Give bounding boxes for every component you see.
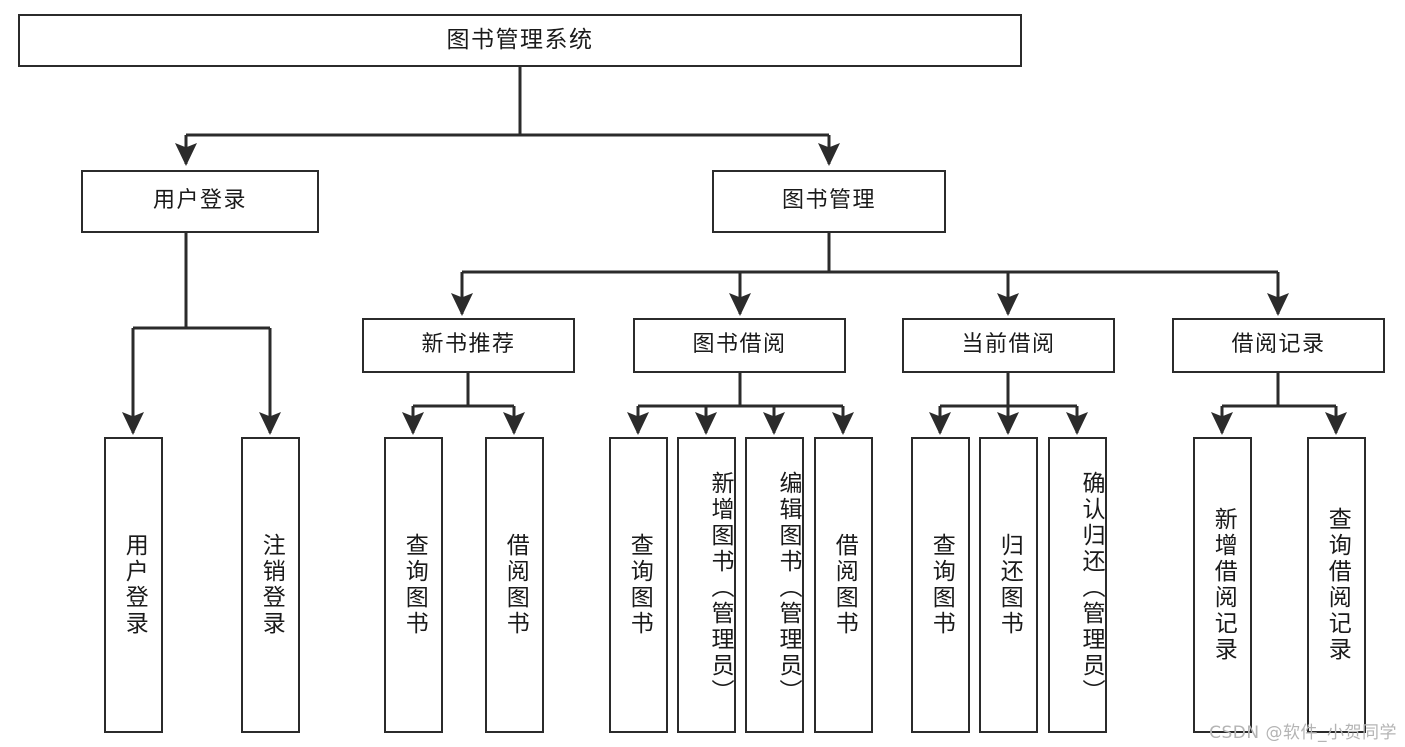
node-label-current-borrow: 当前借阅 [961, 332, 1056, 358]
node-borrow-record[interactable]: 借阅记录 [1172, 318, 1385, 373]
node-label-book-borrow: 图书借阅 [692, 332, 787, 358]
node-leaf-edit-book[interactable]: 编辑图书（管理员） [745, 437, 804, 733]
csdn-watermark: CSDN @软件_小贺同学 [1209, 723, 1397, 743]
node-root-system[interactable]: 图书管理系统 [18, 14, 1022, 67]
node-label-new-book-recommend: 新书推荐 [421, 332, 516, 358]
node-leaf-borrow-book-1[interactable]: 借阅图书 [485, 437, 544, 733]
node-label-user-login: 用户登录 [152, 188, 247, 214]
node-label-leaf-query-book-2: 查询图书 [626, 533, 653, 637]
node-current-borrow[interactable]: 当前借阅 [902, 318, 1115, 373]
node-leaf-query-record[interactable]: 查询借阅记录 [1307, 437, 1366, 733]
node-label-leaf-return-book: 归还图书 [996, 533, 1023, 637]
node-label-leaf-user-login: 用户登录 [121, 533, 148, 637]
node-label-leaf-query-book-3: 查询图书 [928, 533, 955, 637]
node-label-leaf-add-book: 新增图书（管理员） [707, 471, 733, 705]
node-leaf-user-login[interactable]: 用户登录 [104, 437, 163, 733]
node-label-leaf-logout: 注销登录 [258, 533, 285, 637]
node-leaf-add-book[interactable]: 新增图书（管理员） [677, 437, 736, 733]
node-leaf-logout[interactable]: 注销登录 [241, 437, 300, 733]
node-label-book-management: 图书管理 [781, 188, 876, 214]
node-leaf-return-book[interactable]: 归还图书 [979, 437, 1038, 733]
node-leaf-add-record[interactable]: 新增借阅记录 [1193, 437, 1252, 733]
node-label-root: 图书管理系统 [446, 26, 594, 53]
node-label-leaf-borrow-book-1: 借阅图书 [502, 533, 529, 637]
node-new-book-recommend[interactable]: 新书推荐 [362, 318, 575, 373]
node-label-leaf-query-book-1: 查询图书 [401, 533, 428, 637]
node-leaf-query-book-2[interactable]: 查询图书 [609, 437, 668, 733]
node-label-leaf-query-record: 查询借阅记录 [1324, 507, 1351, 663]
node-user-login[interactable]: 用户登录 [81, 170, 319, 233]
node-book-borrow[interactable]: 图书借阅 [633, 318, 846, 373]
node-label-leaf-borrow-book-2: 借阅图书 [831, 533, 858, 637]
node-label-leaf-add-record: 新增借阅记录 [1210, 507, 1237, 663]
node-leaf-borrow-book-2[interactable]: 借阅图书 [814, 437, 873, 733]
node-leaf-query-book-1[interactable]: 查询图书 [384, 437, 443, 733]
node-leaf-confirm-return[interactable]: 确认归还（管理员） [1048, 437, 1107, 733]
node-label-leaf-confirm-return: 确认归还（管理员） [1078, 471, 1104, 705]
node-label-leaf-edit-book: 编辑图书（管理员） [775, 471, 801, 705]
node-book-management[interactable]: 图书管理 [712, 170, 946, 233]
node-leaf-query-book-3[interactable]: 查询图书 [911, 437, 970, 733]
node-label-borrow-record: 借阅记录 [1231, 332, 1326, 358]
